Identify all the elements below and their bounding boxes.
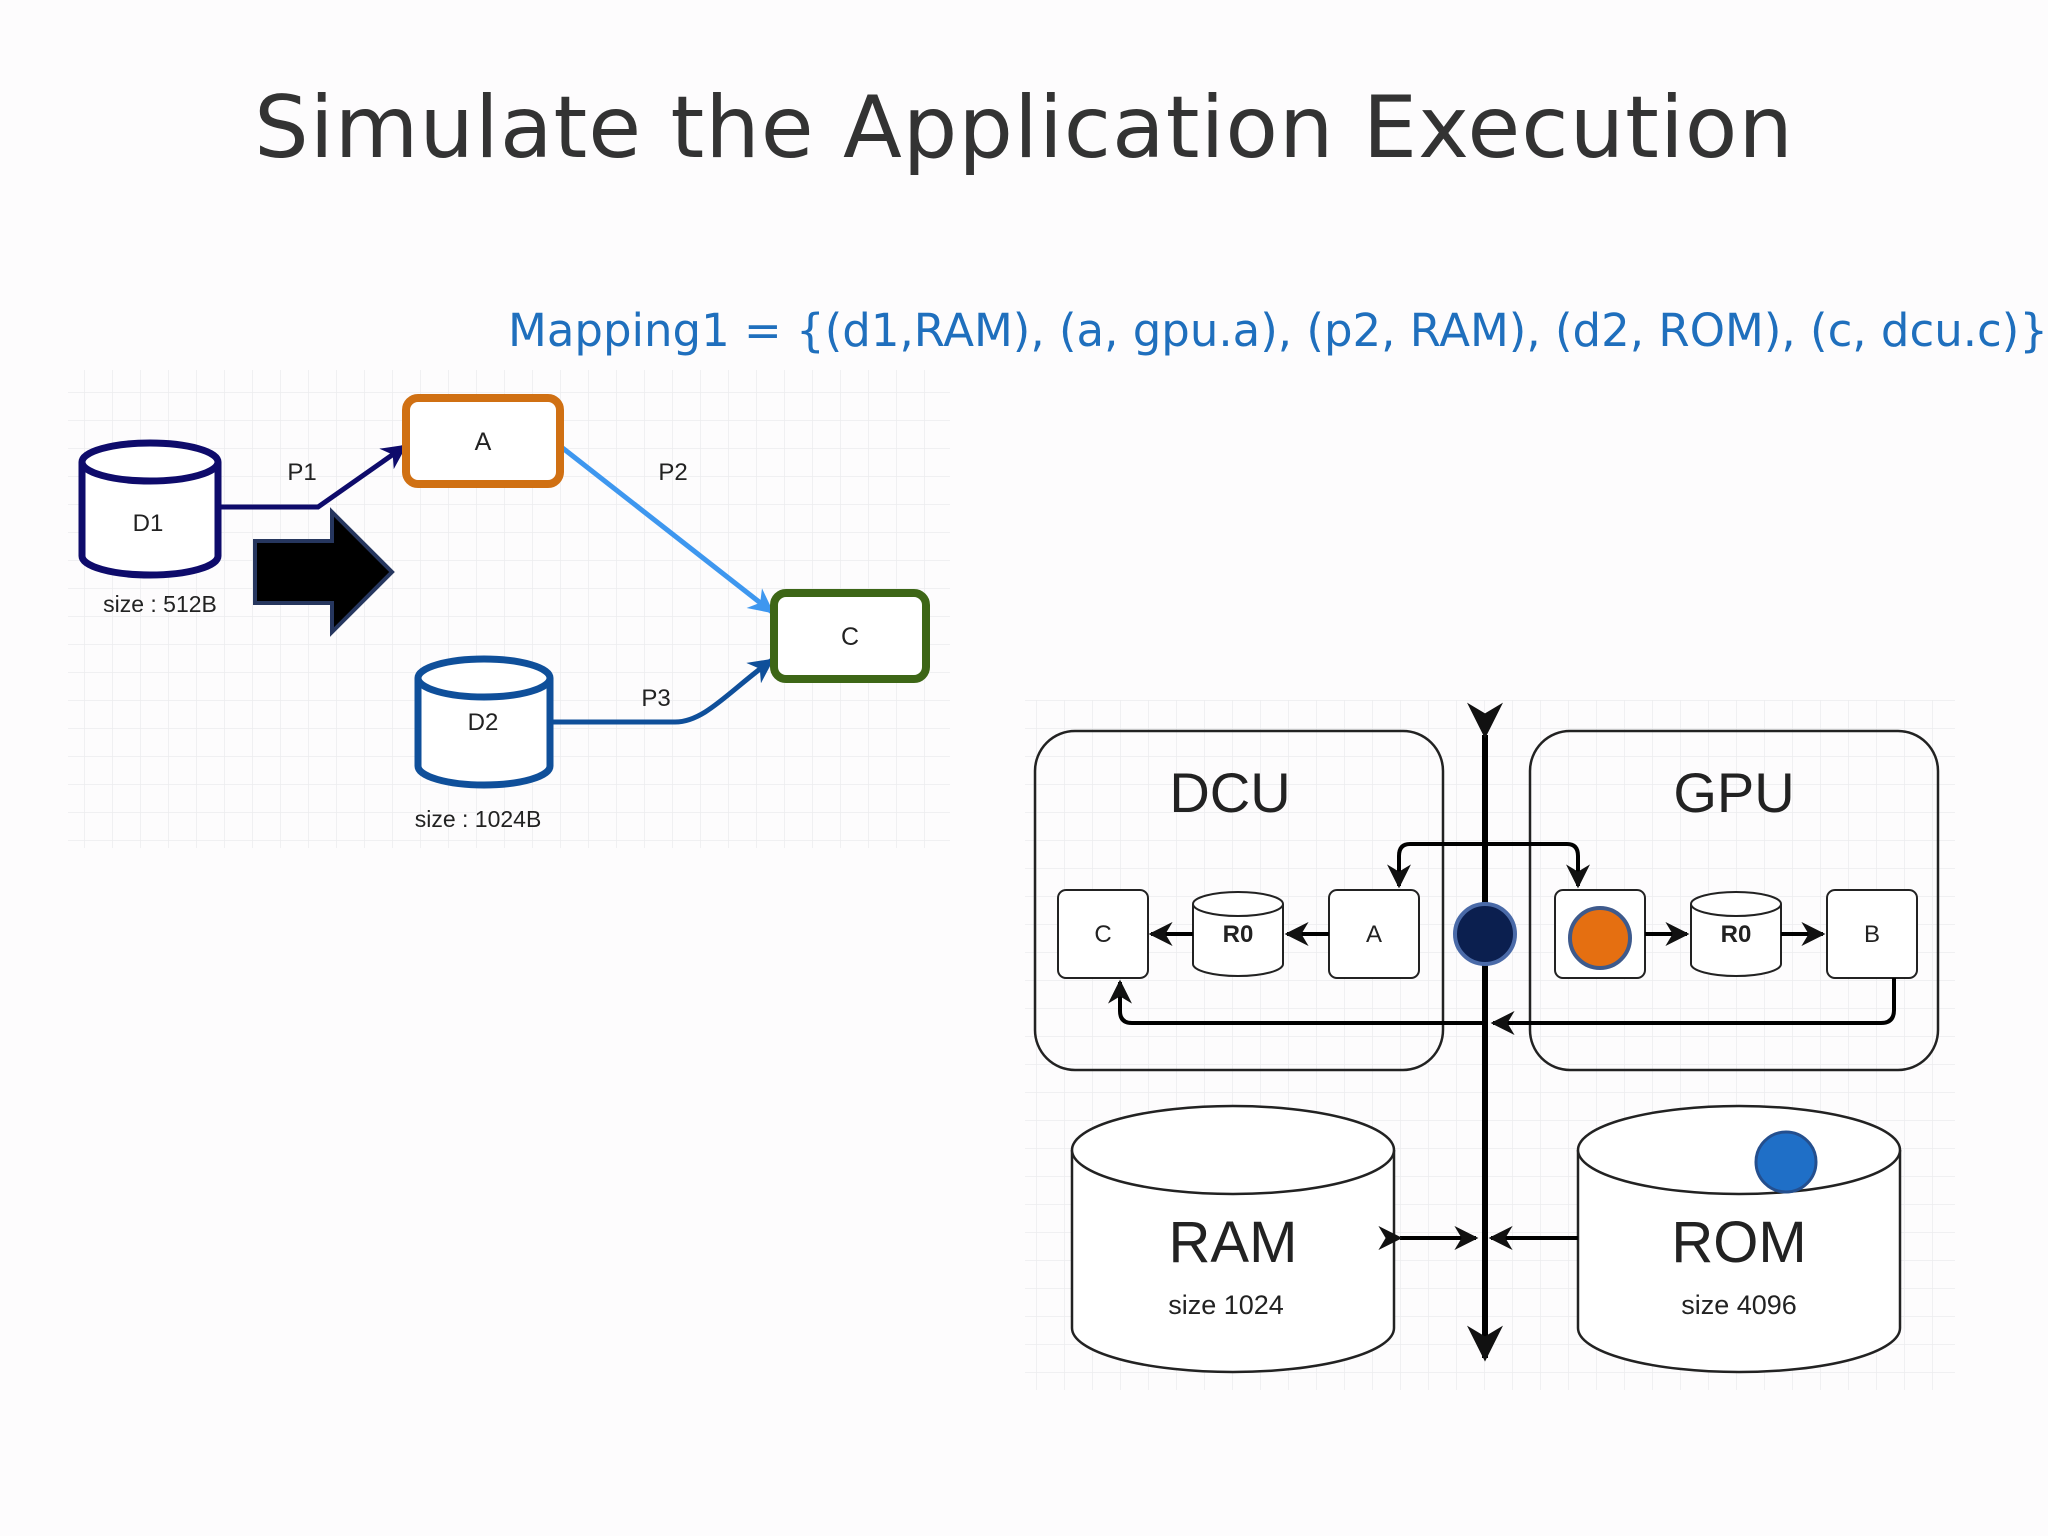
- application-graph: P1 P2 P3 D1 size : 512B A D2 size : 1024…: [68, 370, 950, 848]
- dcu-node-c-label: C: [1094, 921, 1111, 948]
- edge-p3-label: P3: [641, 685, 670, 712]
- dcu-node-c: [1057, 889, 1149, 979]
- bus-to-dcu-c: [1108, 979, 1485, 1025]
- rom-size: size 4096: [1681, 1290, 1797, 1320]
- ram-title: RAM: [1169, 1210, 1298, 1275]
- node-a-label: A: [475, 428, 492, 456]
- ram-size: size 1024: [1168, 1290, 1284, 1320]
- dcu-box: [1033, 729, 1445, 1072]
- gpu-b-to-bus: [1490, 978, 1896, 1035]
- gpu-box: [1528, 729, 1940, 1072]
- dcu-title: DCU: [1169, 761, 1290, 824]
- bus-to-dcu-a: [1387, 842, 1485, 889]
- d2-size-label: size : 1024B: [415, 806, 542, 832]
- d1-cylinder: [78, 439, 222, 579]
- edge-p3: [552, 657, 775, 725]
- architecture-diagram: DCU GPU C R0 A R0 B: [1025, 700, 1955, 1390]
- dcu-register-label: R0: [1223, 921, 1254, 948]
- block-arrow-icon: [253, 507, 395, 637]
- d1-label: D1: [133, 510, 164, 537]
- node-c: [770, 589, 930, 683]
- node-c-label: C: [841, 623, 859, 651]
- gpu-register-r0: [1690, 891, 1782, 977]
- d2-label: D2: [468, 709, 499, 736]
- gpu-register-label: R0: [1721, 921, 1752, 948]
- dcu-register-r0: [1192, 891, 1284, 977]
- edge-p2-label: P2: [658, 459, 687, 486]
- node-a: [402, 394, 564, 488]
- rom-token: [1754, 1130, 1818, 1194]
- slide-title: Simulate the Application Execution: [254, 78, 1794, 178]
- d1-size-label: size : 512B: [103, 591, 217, 617]
- rom-title: ROM: [1671, 1210, 1806, 1275]
- rom-cylinder: [1576, 1104, 1902, 1374]
- bus-to-gpu-a: [1485, 842, 1590, 889]
- edge-p2: [558, 444, 774, 614]
- bus-token: [1453, 902, 1517, 966]
- edge-p1-label: P1: [287, 459, 316, 486]
- dcu-node-a-label: A: [1366, 921, 1382, 948]
- gpu-token: [1568, 906, 1632, 970]
- gpu-title: GPU: [1673, 761, 1794, 824]
- mapping-text: Mapping1 = {(d1,RAM), (a, gpu.a), (p2, R…: [508, 304, 2048, 357]
- gpu-node-b-label: B: [1864, 921, 1880, 948]
- gpu-node-b: [1826, 889, 1918, 979]
- edge-p1: [217, 443, 408, 510]
- d2-cylinder: [414, 655, 554, 789]
- ram-cylinder: [1070, 1104, 1396, 1374]
